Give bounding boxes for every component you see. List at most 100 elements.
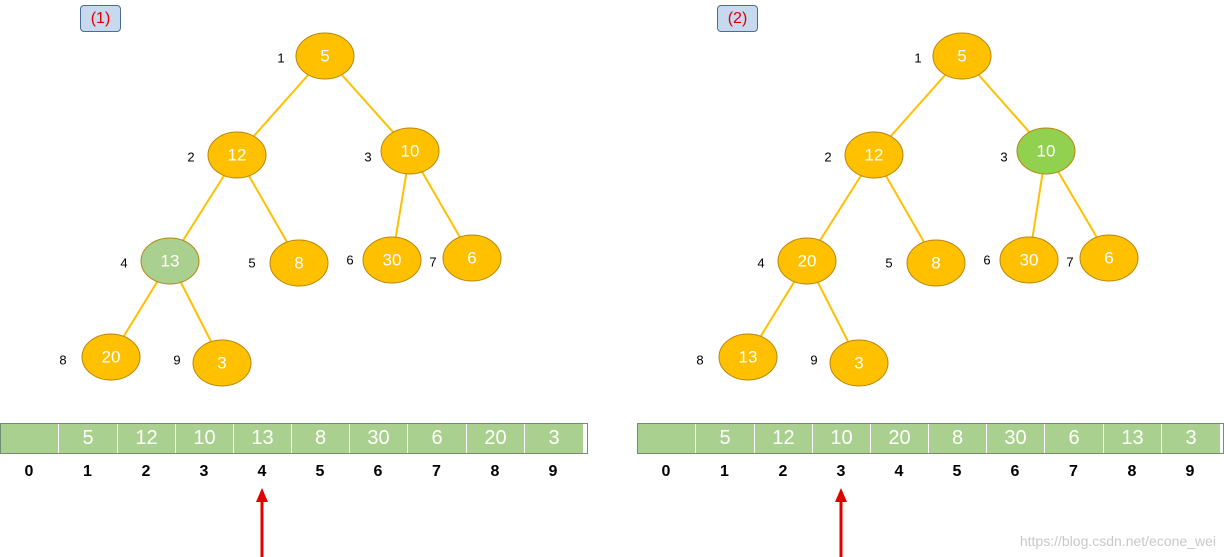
array-index: 8	[1127, 463, 1137, 480]
array-index: 7	[432, 463, 441, 480]
node-circle	[906, 239, 966, 287]
node-circle	[269, 239, 329, 287]
array-index-row: 0 1 2 3 4 5 6 7 8 9	[637, 461, 1224, 483]
array-cell: 5	[696, 424, 755, 453]
node-value: 30	[1020, 251, 1039, 270]
node-circle	[192, 339, 252, 387]
node-index: 8	[696, 353, 703, 368]
node-index: 9	[173, 353, 180, 368]
node-index: 1	[277, 51, 284, 66]
node-value: 20	[798, 252, 817, 271]
node-circle	[777, 237, 837, 285]
array-index: 5	[315, 463, 325, 480]
array-index: 6	[373, 463, 383, 480]
tree-node: 10	[1016, 127, 1076, 175]
array-cell: 8	[929, 424, 987, 453]
array-index: 9	[548, 463, 558, 480]
node-index: 4	[757, 256, 764, 271]
array-index: 4	[894, 463, 904, 480]
array-index: 1	[720, 463, 729, 480]
node-value: 30	[383, 251, 402, 270]
node-circle	[1016, 127, 1076, 175]
tree-node: 3	[192, 339, 252, 387]
node-value: 10	[1037, 142, 1056, 161]
node-value: 6	[1104, 249, 1113, 268]
node-circle	[442, 234, 502, 282]
node-index: 8	[59, 353, 66, 368]
pointer-arrow-icon	[256, 488, 268, 557]
node-index: 6	[983, 253, 990, 268]
array-cell: 10	[176, 424, 234, 453]
node-value: 3	[217, 354, 226, 373]
tree-node: 8	[269, 239, 329, 287]
array-cell: 13	[234, 424, 292, 453]
tree-node: 12	[207, 131, 267, 179]
tree-node: 12	[844, 131, 904, 179]
node-value: 8	[931, 254, 940, 273]
array-cell: 13	[1104, 424, 1162, 453]
node-index: 2	[824, 150, 831, 165]
tree-node: 13	[140, 237, 200, 285]
array-index: 3	[836, 463, 846, 480]
tree-node: 13	[718, 333, 778, 381]
node-value: 13	[161, 252, 180, 271]
array-index: 7	[1069, 463, 1078, 480]
node-index: 6	[346, 253, 353, 268]
arrow-head	[835, 488, 847, 502]
array-index: 1	[83, 463, 92, 480]
array-index: 0	[661, 463, 671, 480]
node-index: 3	[364, 150, 371, 165]
step-badge: (2)	[717, 5, 758, 32]
array-index: 9	[1185, 463, 1195, 480]
tree-node: 20	[777, 237, 837, 285]
node-value: 6	[467, 249, 476, 268]
node-index: 7	[1066, 255, 1073, 270]
array-index: 8	[490, 463, 500, 480]
node-circle	[1079, 234, 1139, 282]
node-index: 3	[1000, 150, 1007, 165]
tree-node: 30	[999, 236, 1059, 284]
node-index: 2	[187, 150, 194, 165]
array-cell: 20	[871, 424, 929, 453]
array-index: 2	[778, 463, 788, 480]
array-index: 6	[1010, 463, 1020, 480]
node-circle	[362, 236, 422, 284]
tree-node: 8	[906, 239, 966, 287]
node-circle	[295, 32, 355, 80]
node-value: 5	[320, 47, 329, 66]
array-cell: 10	[813, 424, 871, 453]
node-value: 5	[957, 47, 966, 66]
tree-node: 20	[81, 333, 141, 381]
array-cell: 6	[1045, 424, 1104, 453]
array-cell: 3	[1162, 424, 1220, 453]
array-index: 4	[257, 463, 267, 480]
array-index: 5	[952, 463, 962, 480]
node-value: 3	[854, 354, 863, 373]
node-circle	[932, 32, 992, 80]
node-value: 8	[294, 254, 303, 273]
node-circle	[207, 131, 267, 179]
node-circle	[829, 339, 889, 387]
node-value: 13	[739, 348, 758, 367]
node-index: 5	[248, 256, 255, 271]
node-circle	[140, 237, 200, 285]
array-cell: 12	[118, 424, 176, 453]
array-index: 2	[141, 463, 151, 480]
array-cell	[638, 424, 696, 453]
node-circle	[999, 236, 1059, 284]
array-cell: 30	[350, 424, 408, 453]
pointer-arrow-icon	[835, 488, 847, 557]
array-cell: 30	[987, 424, 1045, 453]
arrow-head	[256, 488, 268, 502]
node-index: 5	[885, 256, 892, 271]
arrow-shaft	[260, 500, 264, 557]
array-cell: 3	[525, 424, 583, 453]
array-cell	[1, 424, 59, 453]
array-cell: 6	[408, 424, 467, 453]
array-cell: 20	[467, 424, 525, 453]
